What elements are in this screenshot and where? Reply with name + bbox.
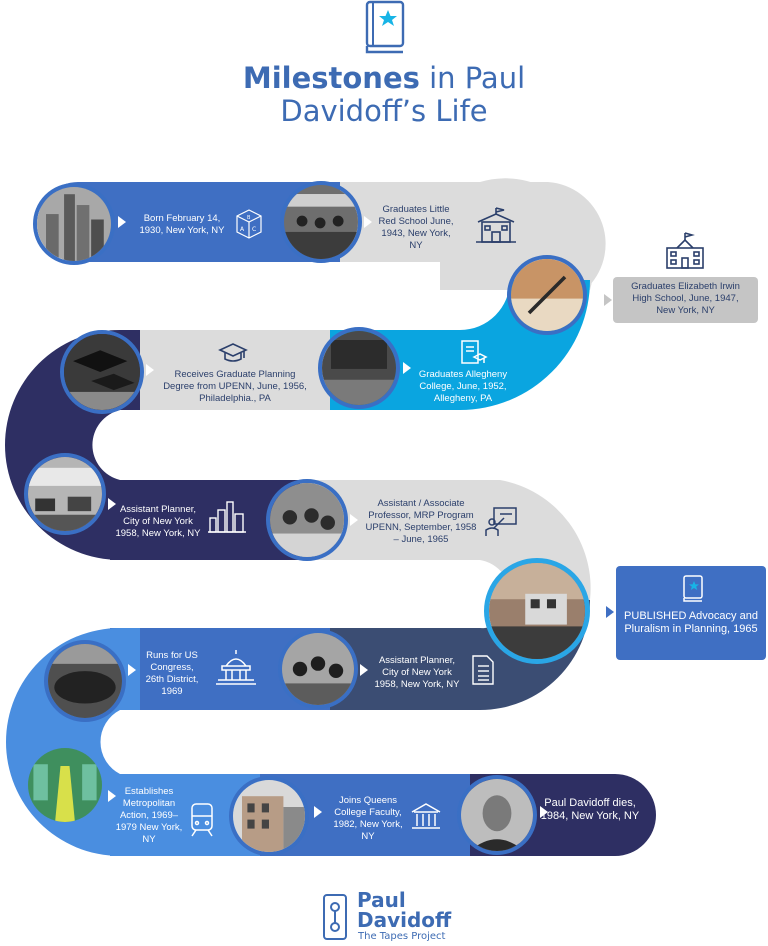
milestone-allegheny: Graduates Allegheny College, June, 1952,… [418,369,508,404]
city-skyline-icon [206,498,248,534]
photo-meeting [266,479,348,561]
title-emphasis: Milestones [242,61,420,95]
milestone-assistant-planner-2: Assistant Planner, City of New York 1958… [374,655,460,690]
photo-lecture-hall [318,327,400,409]
schoolhouse-icon [474,206,518,246]
book-icon-published [682,575,704,603]
abc-blocks-icon: B A C [234,208,264,240]
milestone-queens-college: Joins Queens College Faculty, 1982, New … [333,795,403,842]
milestone-dies: Paul Davidoff dies, 1984, New York, NY [540,797,640,822]
photo-pen-writing [507,255,587,335]
milestone-metropolitan-action: Establishes Metropolitan Action, 1969–19… [115,786,183,845]
title-rest: in Paul [419,61,526,95]
school-building-icon [663,232,707,270]
milestone-assistant-planner-1: Assistant Planner, City of New York 1958… [115,504,201,539]
college-building-icon [410,800,442,832]
footer-logo-paul: Paul [357,888,406,912]
photo-skyline [33,183,115,265]
page-title: Milestones in Paul Davidoff’s Life [0,62,768,128]
milestone-professor: Assistant / Associate Professor, MRP Pro… [365,498,477,545]
photo-subway-car [24,744,106,826]
checklist-icon [470,654,496,686]
title-line2: Davidoff’s Life [280,94,488,128]
svg-text:B: B [247,215,251,221]
graduation-cap-icon [218,342,248,364]
milestone-runs-for-congress: Runs for US Congress, 26th District, 196… [145,650,199,697]
photo-crowd [278,629,358,709]
photo-classroom-1 [280,181,362,263]
photo-office-workers [24,453,106,535]
milestone-born: Born February 14, 1930, New York, NY [139,213,225,236]
photo-congress-chamber [44,640,126,722]
svg-text:A: A [240,226,245,233]
svg-text:C: C [252,226,256,233]
teacher-board-icon [484,506,518,538]
milestone-published: PUBLISHED Advocacy and Pluralism in Plan… [624,610,758,635]
milestone-little-red-school: Graduates Little Red School June, 1943, … [378,204,454,251]
footer-logo-davidoff: Davidoff [357,908,452,932]
photo-paul-davidoff-portrait [457,775,537,855]
photo-graduation-caps [60,330,144,414]
photo-elevated-train [484,558,590,664]
milestone-elizabeth-irwin: Graduates Elizabeth Irwin High School, J… [631,281,740,316]
milestone-graduate-degree: Receives Graduate Planning Degree from U… [163,369,307,404]
callout-published: PUBLISHED Advocacy and Pluralism in Plan… [616,566,766,660]
capitol-icon [214,648,258,686]
train-icon [188,802,216,838]
book-icon [364,0,406,54]
tape-logo-icon [322,893,348,941]
callout-elizabeth-irwin: Graduates Elizabeth Irwin High School, J… [613,277,758,323]
diploma-icon [458,338,488,368]
photo-college-building [229,776,309,856]
footer-logo-tagline: The Tapes Project [358,931,446,942]
